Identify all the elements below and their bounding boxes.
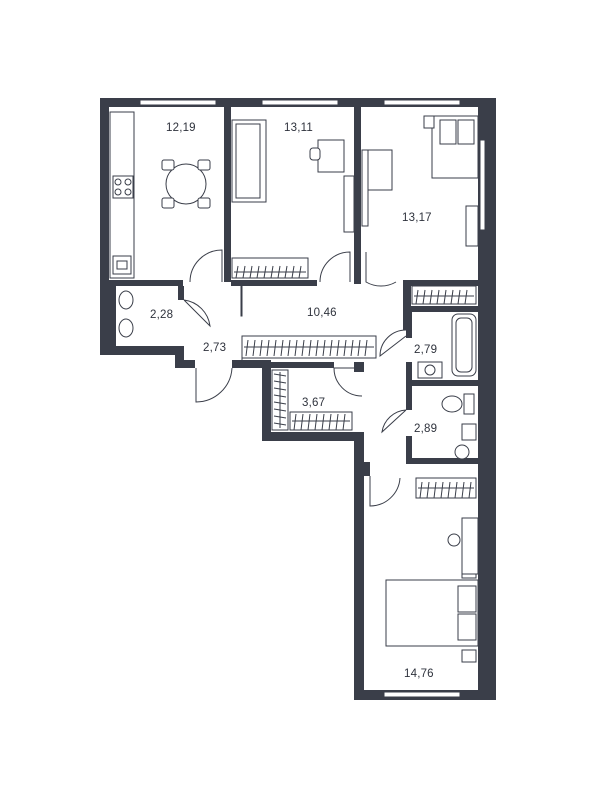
wardrobe-hatch	[457, 289, 461, 305]
wardrobe-hatch	[273, 401, 287, 405]
doors	[183, 249, 407, 507]
wardrobe-hatch	[336, 339, 340, 357]
wardrobe-hatch	[461, 481, 465, 499]
wardrobe-hatch	[315, 339, 319, 357]
wardrobe-hatch	[273, 422, 287, 426]
wardrobe-hatch	[342, 413, 346, 431]
wardrobe-hatch	[422, 289, 426, 305]
wardrobe-hatch	[263, 265, 267, 279]
wardrobe-hatch	[335, 413, 339, 431]
wardrobe-hatch	[308, 339, 312, 357]
wardrobe-hatch	[280, 339, 284, 357]
area-label-corridor: 10,46	[307, 307, 337, 319]
wardrobe-hatch	[357, 339, 361, 357]
wardrobe-hatch	[284, 265, 288, 279]
wardrobe-hatch	[415, 289, 419, 305]
wardrobe-hatch	[277, 265, 281, 279]
wardrobe-hatch	[450, 289, 454, 305]
wardrobe-hatch	[294, 339, 298, 357]
wardrobe-hatch	[436, 289, 440, 305]
wardrobe-hatch	[259, 339, 263, 357]
wardrobe-hatch	[273, 387, 287, 391]
wardrobe-hatch	[235, 265, 239, 279]
wardrobe-hatch	[266, 339, 270, 357]
wardrobe-hatch	[343, 339, 347, 357]
area-label-wc-1: 2,28	[150, 309, 173, 321]
wardrobe-hatch	[242, 265, 246, 279]
wardrobe-hatch	[364, 339, 368, 357]
area-label-wc-2: 2,89	[414, 423, 437, 435]
wardrobe-hatch	[273, 394, 287, 398]
wardrobe-hatch	[328, 413, 332, 431]
wardrobe-hatch	[464, 289, 468, 305]
wardrobe-hatch	[252, 339, 256, 357]
wardrobe-hatch	[447, 481, 451, 499]
wardrobe-hatch	[245, 339, 249, 357]
wardrobe-hatch	[293, 413, 297, 431]
wardrobe-hatch	[273, 339, 277, 357]
wardrobe-hatch	[301, 339, 305, 357]
wardrobe-hatch	[433, 481, 437, 499]
wardrobe-hatch	[249, 265, 253, 279]
wardrobe-hatch	[426, 481, 430, 499]
wardrobe-hatch	[287, 339, 291, 357]
wardrobe-hatch	[298, 265, 302, 279]
area-label-storage: 3,67	[302, 397, 325, 409]
wardrobe-hatch	[307, 413, 311, 431]
wardrobe-hatch	[273, 373, 287, 377]
wardrobe-hatch	[270, 265, 274, 279]
area-label-kitchen: 12,19	[166, 122, 196, 134]
wardrobe-hatch	[273, 415, 287, 419]
wardrobe-hatch	[321, 413, 325, 431]
area-label-room-1: 13,11	[284, 122, 313, 134]
wardrobe-hatch	[329, 339, 333, 357]
wardrobe-hatch	[322, 339, 326, 357]
wardrobe-hatch	[419, 481, 423, 499]
wardrobe-hatch	[314, 413, 318, 431]
area-label-bathroom: 2,79	[414, 344, 437, 356]
wardrobe-hatch	[273, 408, 287, 412]
area-label-entrance: 2,73	[203, 342, 226, 354]
wardrobe-hatch	[273, 380, 287, 384]
wardrobe-hatch	[256, 265, 260, 279]
wardrobe-hatch	[300, 413, 304, 431]
wardrobe-hatch	[468, 481, 472, 499]
wardrobe-hatch	[440, 481, 444, 499]
wardrobe-hatch	[443, 289, 447, 305]
area-label-room-2: 13,17	[402, 212, 432, 224]
windows	[139, 99, 486, 698]
wardrobe-hatch	[350, 339, 354, 357]
wardrobe-hatch	[291, 265, 295, 279]
wardrobe-hatch	[429, 289, 433, 305]
area-label-bedroom: 14,76	[404, 668, 434, 680]
interior-walls	[109, 107, 478, 476]
wardrobe-hatch	[454, 481, 458, 499]
furniture	[109, 111, 479, 663]
area-labels: 12,19 13,11 13,17 2,28 2,73 10,46 2,79 3…	[150, 122, 437, 680]
